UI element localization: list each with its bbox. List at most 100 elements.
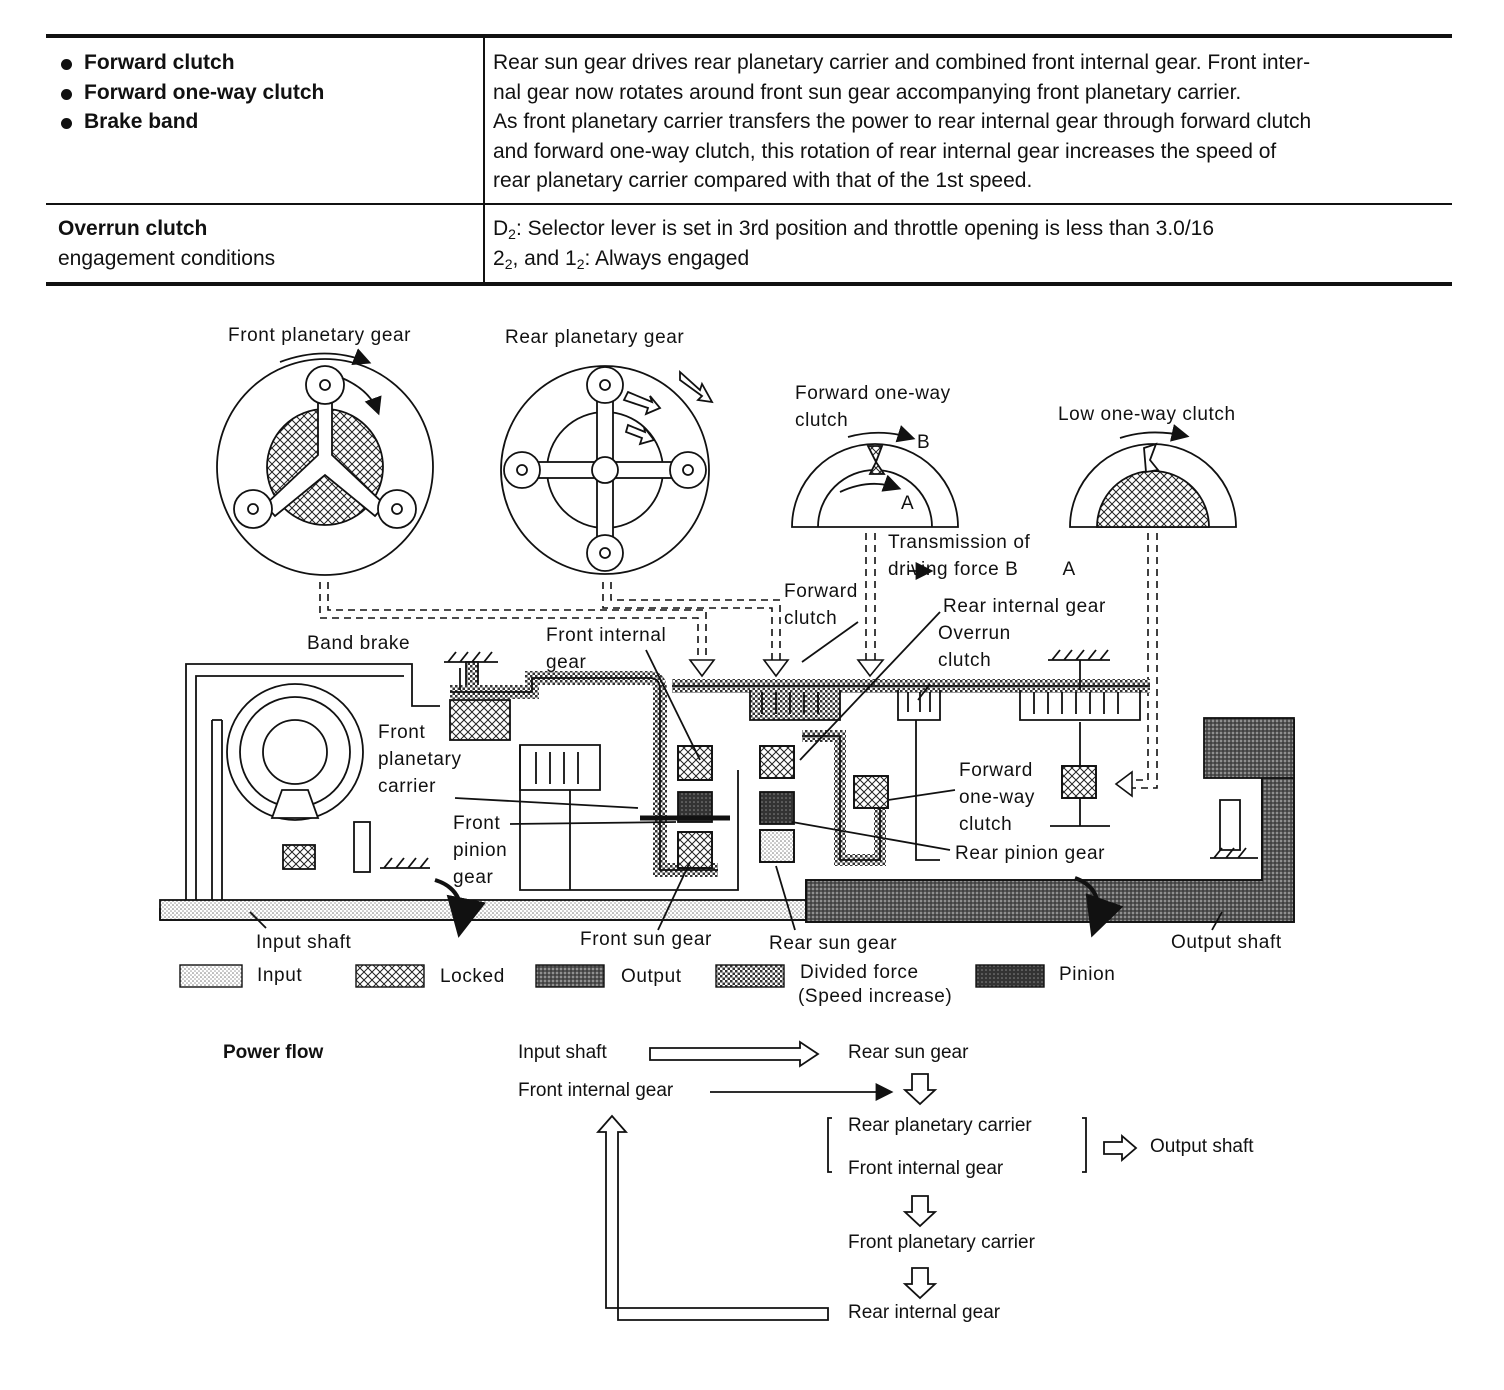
gear-sub: 2 <box>576 255 585 272</box>
label-line: driving force B A <box>888 556 1076 583</box>
table-bottom-rule <box>46 282 1452 286</box>
legend-swatch-locked <box>355 964 425 988</box>
table-top-rule <box>46 34 1452 38</box>
list-item: Forward one-way clutch <box>58 78 324 108</box>
label-line: planetary <box>378 749 462 770</box>
label-line: pinion <box>453 840 508 861</box>
rear-planetary-gear-disc <box>500 365 714 575</box>
flow-rear-internal-gear: Rear internal gear <box>848 1302 1001 1323</box>
label-rear-planetary-gear: Rear planetary gear <box>505 327 685 348</box>
flow-front-planetary-carrier: Front planetary carrier <box>848 1232 1035 1253</box>
description-line: As front planetary carrier transfers the… <box>493 110 1312 133</box>
label-forward-one-way-clutch-top: Forward one-way clutch <box>795 380 951 434</box>
condition-text: : Always engaged <box>584 246 750 270</box>
label-line: Divided force <box>800 962 919 983</box>
gear-sub: 2 <box>504 255 513 272</box>
label-line: gear <box>546 652 587 673</box>
label-band-brake: Band brake <box>307 633 411 654</box>
label-output-shaft: Output shaft <box>1171 932 1282 953</box>
label-transmission-of-driving-force: Transmission of driving force B A <box>888 529 1076 583</box>
gear-sub: 2 <box>508 226 516 242</box>
front-planetary-gear-disc <box>216 348 434 576</box>
description-line: nal gear now rotates around front sun ge… <box>493 80 1242 104</box>
row2-subtitle: engagement conditions <box>58 246 276 270</box>
row2-conditions: D2: Selector lever is set in 3rd positio… <box>493 214 1214 273</box>
label-line: Front <box>378 722 426 743</box>
label-low-one-way-clutch: Low one-way clutch <box>1058 404 1236 425</box>
label-line: carrier <box>378 776 437 797</box>
low-one-way-clutch-disc <box>1069 424 1237 528</box>
flow-front-internal-gear-2: Front internal gear <box>848 1158 1004 1179</box>
power-flow-title: Power flow <box>223 1042 324 1063</box>
label-front-sun-gear: Front sun gear <box>580 929 712 950</box>
label-line: clutch <box>784 608 838 629</box>
label-line: Overrun <box>938 623 1011 644</box>
condition-line-1: D2: Selector lever is set in 3rd positio… <box>493 214 1214 244</box>
label-line: Front internal <box>546 625 667 646</box>
legend-swatches <box>179 964 1045 988</box>
legend-label-divided-force: Divided force (Speed increase) <box>798 961 953 1009</box>
label-overrun-clutch: Overrun clutch <box>938 620 1011 674</box>
row2-header: Overrun clutch engagement conditions <box>58 214 275 273</box>
power-flow-arrows <box>596 1040 1138 1321</box>
list-item: Forward clutch <box>58 48 324 78</box>
condition-line-2: 22, and 12: Always engaged <box>493 244 1214 274</box>
legend-swatch-pinion <box>975 964 1045 988</box>
flow-rear-planetary-carrier: Rear planetary carrier <box>848 1115 1032 1136</box>
legend-label-input: Input <box>257 965 303 986</box>
label-line: (Speed increase) <box>798 986 953 1007</box>
label-rear-internal-gear: Rear internal gear <box>943 596 1106 617</box>
row1-items: Forward clutch Forward one-way clutch Br… <box>58 48 324 137</box>
label-line: gear <box>453 867 494 888</box>
label-front-internal-gear: Front internal gear <box>546 622 666 676</box>
legend-label-output: Output <box>621 966 682 987</box>
legend-swatch-output <box>535 964 605 988</box>
label-text: A <box>1062 559 1076 580</box>
label-line: Forward one-way <box>795 383 951 404</box>
label-line: clutch <box>938 650 992 671</box>
description-line: rear planetary carrier compared with tha… <box>493 169 1033 192</box>
label-line: Front <box>453 813 501 834</box>
legend-label-locked: Locked <box>440 966 505 987</box>
table-row-divider <box>46 203 1452 205</box>
label-point-b: B <box>917 432 931 453</box>
dashed-guide-lines <box>319 533 1158 789</box>
legend-swatch-divided-force <box>715 964 785 988</box>
label-line: Transmission of <box>888 532 1031 553</box>
legend-swatch-input <box>179 964 243 988</box>
flow-output-shaft: Output shaft <box>1150 1136 1254 1157</box>
label-forward-clutch: Forward clutch <box>784 578 858 632</box>
label-line: clutch <box>795 410 849 431</box>
label-forward-one-way-clutch: Forward one-way clutch <box>959 757 1035 838</box>
transmission-housing <box>159 562 1295 938</box>
table-column-divider <box>483 38 485 286</box>
label-front-pinion-gear: Front pinion gear <box>453 810 507 891</box>
legend-label-pinion: Pinion <box>1059 964 1116 985</box>
label-rear-sun-gear: Rear sun gear <box>769 933 898 954</box>
description-line: Rear sun gear drives rear planetary carr… <box>493 51 1311 74</box>
condition-text: , and 1 <box>512 246 577 270</box>
label-rear-pinion-gear: Rear pinion gear <box>955 843 1106 864</box>
forward-one-way-clutch-disc <box>791 425 959 528</box>
flow-input-shaft: Input shaft <box>518 1042 607 1063</box>
label-point-a: A <box>901 493 915 514</box>
flow-front-internal-gear: Front internal gear <box>518 1080 674 1101</box>
description-line: and forward one-way clutch, this rotatio… <box>493 139 1277 163</box>
label-input-shaft: Input shaft <box>256 932 352 953</box>
gear-d: D <box>493 217 509 240</box>
list-item: Brake band <box>58 107 324 137</box>
label-line: one-way <box>959 787 1036 808</box>
label-line: Forward <box>959 760 1033 781</box>
label-line: Forward <box>784 581 858 602</box>
label-front-planetary-gear: Front planetary gear <box>228 325 412 346</box>
row1-description: Rear sun gear drives rear planetary carr… <box>493 48 1443 196</box>
label-line: clutch <box>959 814 1013 835</box>
gear-2: 2 <box>493 246 505 270</box>
label-text: driving force B <box>888 559 1019 580</box>
flow-rear-sun-gear: Rear sun gear <box>848 1042 969 1063</box>
condition-text: : Selector lever is set in 3rd position … <box>515 217 1215 240</box>
dashed-arrowheads <box>688 659 1133 798</box>
row2-title: Overrun clutch <box>58 217 208 240</box>
label-front-planetary-carrier: Front planetary carrier <box>378 719 462 800</box>
